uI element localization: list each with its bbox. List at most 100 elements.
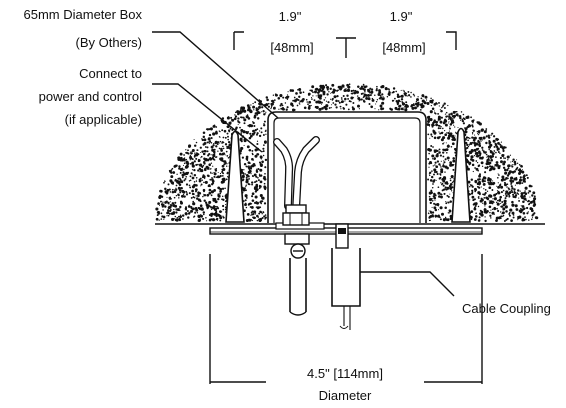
insulation-dot: [189, 175, 192, 178]
insulation-dot: [210, 154, 212, 156]
insulation-dot: [171, 188, 174, 191]
insulation-dot: [170, 175, 174, 179]
insulation-dot: [257, 176, 259, 179]
insulation-dot: [449, 118, 452, 121]
insulation-dot: [374, 108, 376, 110]
insulation-dot: [428, 210, 430, 212]
insulation-dot: [211, 178, 214, 181]
insulation-dot: [179, 214, 182, 216]
insulation-dot: [353, 91, 357, 95]
insulation-dot: [248, 218, 252, 222]
insulation-dot: [220, 180, 224, 184]
insulation-dot: [208, 184, 211, 187]
insulation-dot: [318, 100, 322, 104]
insulation-dot: [213, 189, 216, 192]
insulation-dot: [347, 108, 350, 111]
insulation-dot: [452, 159, 456, 163]
insulation-dot: [184, 177, 187, 180]
insulation-dot: [350, 96, 354, 100]
insulation-dot: [481, 156, 484, 159]
insulation-dot: [432, 183, 434, 185]
insulation-dot: [186, 192, 188, 194]
insulation-dot: [516, 162, 519, 165]
insulation-dot: [388, 91, 391, 94]
insulation-dot: [222, 147, 225, 150]
box-interior: [268, 112, 426, 223]
insulation-dot: [198, 216, 201, 219]
insulation-dot: [330, 107, 332, 109]
insulation-dot: [469, 193, 472, 196]
insulation-dot: [437, 191, 441, 195]
insulation-dot: [166, 196, 168, 198]
insulation-dot: [480, 161, 484, 165]
insulation-dot: [533, 197, 537, 201]
insulation-dot: [448, 184, 452, 188]
insulation-dot: [368, 103, 371, 105]
insulation-dot: [332, 88, 336, 91]
insulation-dot: [496, 199, 499, 202]
insulation-dot: [451, 181, 454, 184]
insulation-dot: [262, 211, 265, 213]
insulation-dot: [250, 211, 253, 214]
insulation-dot: [193, 168, 196, 172]
insulation-dot: [221, 187, 225, 190]
insulation-dot: [434, 112, 437, 115]
insulation-dot: [357, 97, 361, 100]
insulation-dot: [479, 155, 481, 157]
insulation-dot: [393, 99, 395, 101]
insulation-dot: [460, 119, 462, 121]
insulation-dot: [511, 200, 514, 204]
insulation-dot: [501, 154, 504, 157]
insulation-dot: [400, 89, 402, 91]
insulation-dot: [495, 219, 498, 222]
insulation-dot: [263, 202, 267, 205]
insulation-dot: [156, 214, 159, 217]
insulation-dot: [203, 199, 206, 202]
insulation-dot: [249, 202, 252, 205]
insulation-dot: [265, 133, 267, 135]
insulation-dot: [179, 191, 182, 194]
insulation-dot: [196, 212, 199, 214]
insulation-dot: [480, 213, 484, 217]
insulation-dot: [310, 104, 312, 107]
insulation-dot: [211, 218, 216, 222]
insulation-dot: [445, 151, 448, 154]
insulation-dot: [520, 205, 522, 207]
insulation-dot: [231, 118, 233, 121]
insulation-dot: [484, 216, 486, 218]
insulation-dot: [168, 188, 171, 191]
insulation-dot: [439, 176, 442, 179]
insulation-dot: [206, 174, 210, 177]
insulation-dot: [256, 153, 259, 156]
insulation-dot: [438, 163, 441, 166]
insulation-dot: [337, 85, 341, 89]
insulation-dot: [419, 108, 422, 111]
insulation-dot: [291, 108, 295, 112]
insulation-dot: [251, 213, 254, 216]
insulation-dot: [222, 152, 226, 155]
insulation-dot: [454, 135, 456, 137]
insulation-dot: [297, 98, 300, 102]
insulation-dot: [215, 205, 217, 208]
insulation-dot: [265, 129, 267, 131]
insulation-dot: [467, 115, 470, 118]
insulation-dot: [251, 219, 254, 222]
insulation-dot: [170, 171, 173, 174]
insulation-dot: [308, 100, 312, 104]
insulation-dot: [449, 193, 451, 195]
insulation-dot: [251, 195, 254, 198]
insulation-dot: [252, 129, 255, 133]
insulation-dot: [299, 91, 302, 94]
insulation-dot: [222, 167, 226, 172]
insulation-dot: [364, 90, 366, 93]
insulation-dot: [442, 148, 445, 151]
insulation-dot: [451, 115, 455, 118]
insulation-dot: [175, 195, 178, 197]
insulation-dot: [474, 204, 477, 207]
insulation-dot: [252, 176, 254, 178]
insulation-dot: [470, 155, 474, 159]
insulation-dot: [277, 97, 281, 100]
insulation-dot: [213, 172, 217, 176]
insulation-dot: [200, 185, 202, 187]
insulation-dot: [317, 89, 321, 92]
